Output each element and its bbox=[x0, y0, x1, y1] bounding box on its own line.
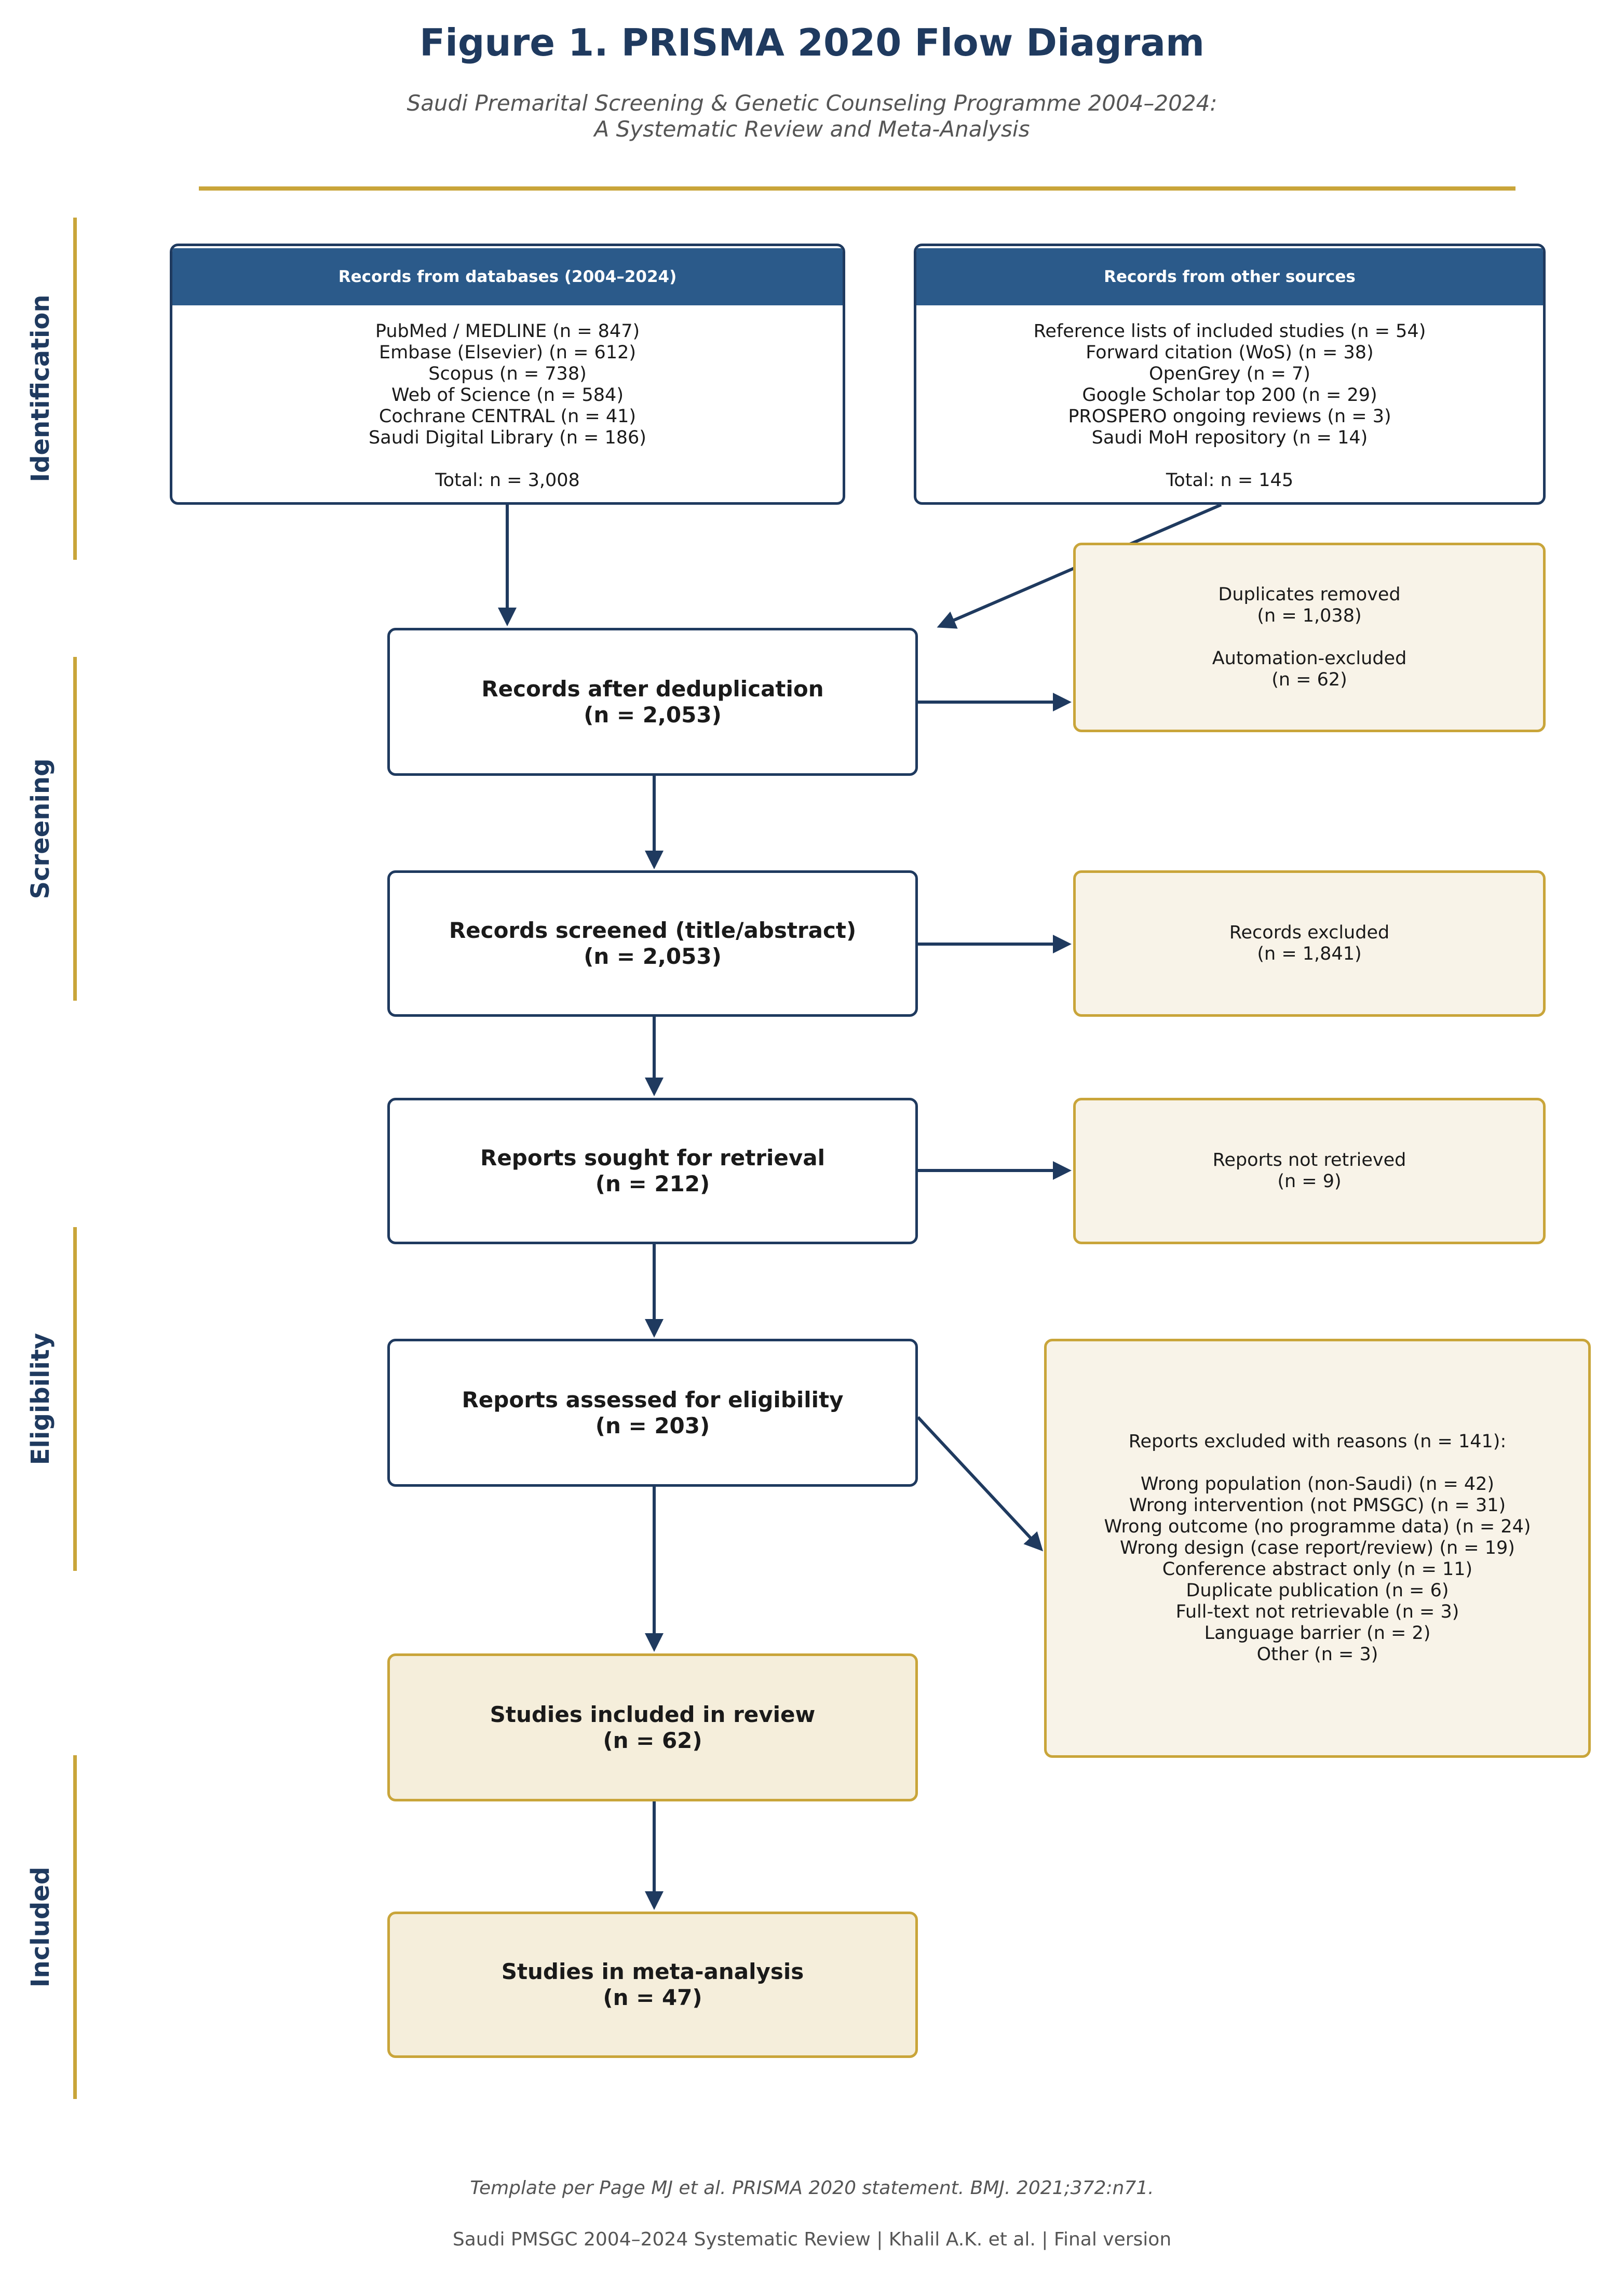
other-source-item: Reference lists of included studies (n =… bbox=[1033, 321, 1426, 342]
assessed-label: Reports assessed for eligibility bbox=[462, 1387, 844, 1412]
phase-bar-identification bbox=[73, 218, 77, 560]
footer-credit: Saudi PMSGC 2004–2024 Systematic Review … bbox=[452, 2229, 1172, 2250]
included-box: Studies included in review (n = 62) bbox=[387, 1653, 918, 1801]
subtitle-line-2: A Systematic Review and Meta-Analysis bbox=[594, 116, 1030, 142]
records-excluded-count: (n = 1,841) bbox=[1257, 944, 1362, 964]
screened-label: Records screened (title/abstract) bbox=[449, 918, 857, 943]
automation-label: Automation-excluded bbox=[1212, 648, 1407, 669]
other-sources-box: Records from other sources Reference lis… bbox=[914, 244, 1546, 505]
dedup-box: Records after deduplication (n = 2,053) bbox=[387, 628, 918, 776]
dedup-count: (n = 2,053) bbox=[584, 702, 722, 728]
reason-item: Other (n = 3) bbox=[1256, 1644, 1378, 1665]
not-retrieved-label: Reports not retrieved bbox=[1212, 1150, 1406, 1170]
phase-bar-included bbox=[73, 1755, 77, 2099]
reason-item: Wrong design (case report/review) (n = 1… bbox=[1120, 1538, 1515, 1558]
meta-analysis-box: Studies in meta-analysis (n = 47) bbox=[387, 1912, 918, 2058]
assessed-box: Reports assessed for eligibility (n = 20… bbox=[387, 1339, 918, 1487]
included-label: Studies included in review bbox=[490, 1701, 816, 1727]
sought-label: Reports sought for retrieval bbox=[480, 1145, 825, 1170]
other-source-item: OpenGrey (n = 7) bbox=[1149, 364, 1310, 384]
reason-item: Wrong population (non-Saudi) (n = 42) bbox=[1140, 1474, 1495, 1495]
reasons-heading: Reports excluded with reasons (n = 141): bbox=[1128, 1431, 1507, 1452]
sought-count: (n = 212) bbox=[595, 1171, 710, 1196]
title-divider bbox=[199, 186, 1515, 191]
records-excluded-label: Records excluded bbox=[1229, 922, 1390, 943]
screened-count: (n = 2,053) bbox=[584, 944, 722, 969]
other-source-item: Saudi MoH repository (n = 14) bbox=[1091, 427, 1368, 448]
database-item: Embase (Elsevier) (n = 612) bbox=[378, 342, 637, 363]
duplicates-label: Duplicates removed bbox=[1218, 584, 1401, 605]
included-count: (n = 62) bbox=[603, 1727, 702, 1753]
databases-header: Records from databases (2004–2024) bbox=[172, 248, 843, 305]
meta-count: (n = 47) bbox=[603, 1985, 702, 2010]
reason-item: Language barrier (n = 2) bbox=[1204, 1623, 1431, 1644]
arrow-assessed-to-reasons bbox=[916, 1416, 1044, 1552]
reason-item: Full-text not retrievable (n = 3) bbox=[1175, 1602, 1459, 1622]
records-excluded-box: Records excluded (n = 1,841) bbox=[1073, 870, 1546, 1017]
reason-item: Wrong outcome (no programme data) (n = 2… bbox=[1104, 1516, 1531, 1537]
footer-citation: Template per Page MJ et al. PRISMA 2020 … bbox=[470, 2177, 1154, 2199]
reason-item: Conference abstract only (n = 11) bbox=[1162, 1559, 1473, 1580]
database-item: PubMed / MEDLINE (n = 847) bbox=[375, 321, 640, 342]
database-item: Scopus (n = 738) bbox=[428, 364, 587, 384]
phase-bar-screening bbox=[73, 657, 77, 1001]
meta-label: Studies in meta-analysis bbox=[501, 1959, 804, 1984]
assessed-count: (n = 203) bbox=[595, 1412, 710, 1438]
reason-item: Wrong intervention (not PMSGC) (n = 31) bbox=[1129, 1495, 1506, 1516]
figure-subtitle: Saudi Premarital Screening & Genetic Cou… bbox=[0, 90, 1624, 142]
figure-title: Figure 1. PRISMA 2020 Flow Diagram bbox=[419, 21, 1205, 64]
other-sources-total: Total: n = 145 bbox=[1166, 470, 1294, 491]
other-source-item: Google Scholar top 200 (n = 29) bbox=[1082, 385, 1377, 406]
automation-count: (n = 62) bbox=[1271, 669, 1347, 690]
duplicates-box: Duplicates removed (n = 1,038) Automatio… bbox=[1073, 543, 1546, 732]
duplicates-count: (n = 1,038) bbox=[1257, 605, 1362, 626]
exclusion-reasons-box: Reports excluded with reasons (n = 141):… bbox=[1044, 1339, 1591, 1758]
subtitle-line-1: Saudi Premarital Screening & Genetic Cou… bbox=[407, 90, 1217, 116]
database-item: Web of Science (n = 584) bbox=[391, 385, 624, 406]
other-source-item: PROSPERO ongoing reviews (n = 3) bbox=[1068, 406, 1391, 427]
database-item: Saudi Digital Library (n = 186) bbox=[369, 427, 646, 448]
other-source-item: Forward citation (WoS) (n = 38) bbox=[1086, 342, 1374, 363]
databases-total: Total: n = 3,008 bbox=[435, 470, 580, 491]
phase-bar-eligibility bbox=[73, 1227, 77, 1571]
database-item: Cochrane CENTRAL (n = 41) bbox=[378, 406, 637, 427]
reason-item: Duplicate publication (n = 6) bbox=[1186, 1580, 1449, 1601]
not-retrieved-box: Reports not retrieved (n = 9) bbox=[1073, 1098, 1546, 1244]
not-retrieved-count: (n = 9) bbox=[1277, 1171, 1342, 1192]
sought-box: Reports sought for retrieval (n = 212) bbox=[387, 1098, 918, 1244]
databases-box: Records from databases (2004–2024) PubMe… bbox=[170, 244, 845, 505]
other-sources-header: Records from other sources bbox=[916, 248, 1543, 305]
screened-box: Records screened (title/abstract) (n = 2… bbox=[387, 870, 918, 1017]
dedup-label: Records after deduplication bbox=[481, 676, 824, 702]
